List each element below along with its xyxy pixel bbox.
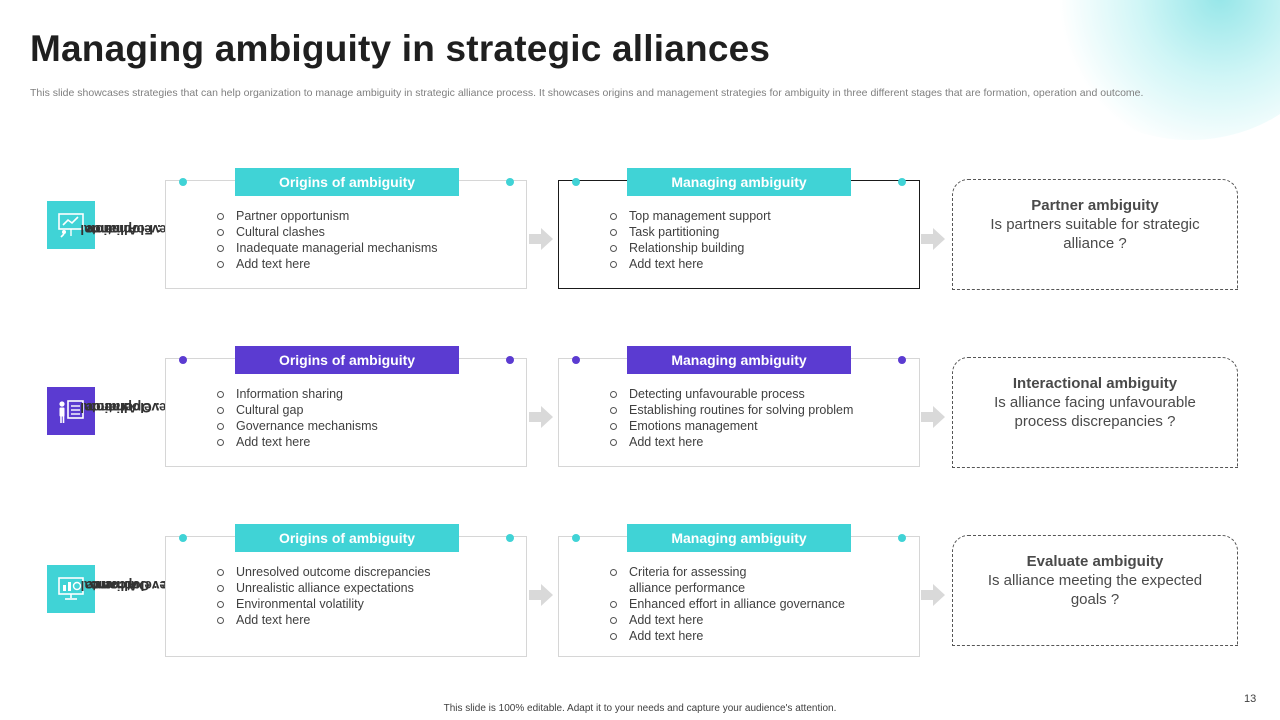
result-title: Interactional ambiguity (1012, 375, 1178, 392)
stage-row-outcome: Alliance developmental stage : Outcome O… (0, 524, 1280, 657)
page-subtitle: This slide showcases strategies that can… (30, 87, 1144, 99)
managing-list: Detecting unfavourable process Establish… (609, 386, 853, 450)
list-item: Add text here (216, 434, 378, 450)
result-title: Evaluate ambiguity (1026, 553, 1164, 570)
connector-dot (506, 178, 514, 186)
list-item: Detecting unfavourable process (609, 386, 853, 402)
presenter-checklist-icon (47, 387, 95, 435)
list-item: Add text here (216, 612, 431, 628)
list-item: Cultural clashes (216, 224, 438, 240)
stage-label: Alliance developmental stage : Outcome (80, 578, 197, 593)
origins-header: Origins of ambiguity (235, 346, 459, 374)
connector-dot (179, 356, 187, 364)
list-item: Information sharing (216, 386, 378, 402)
managing-header: Managing ambiguity (627, 524, 851, 552)
origins-header: Origins of ambiguity (235, 168, 459, 196)
result-card: Interactional ambiguity Is alliance faci… (952, 357, 1238, 468)
managing-header: Managing ambiguity (627, 346, 851, 374)
footer-note: This slide is 100% editable. Adapt it to… (443, 703, 837, 714)
arrow-right-icon (529, 584, 553, 606)
result-text: Is alliance meeting the expected goals ? (987, 572, 1203, 608)
result-card: Evaluate ambiguity Is alliance meeting t… (952, 535, 1238, 646)
result-text: Is partners suitable for strategic allia… (990, 216, 1200, 252)
connector-dot (898, 534, 906, 542)
list-item: Inadequate managerial mechanisms (216, 240, 438, 256)
result-title: Partner ambiguity (1031, 197, 1159, 214)
managing-box (558, 536, 920, 657)
managing-list: Criteria for assessing alliance performa… (609, 564, 845, 644)
arrow-right-icon (529, 228, 553, 250)
origins-list: Partner opportunism Cultural clashes Ina… (216, 208, 438, 272)
arrow-right-icon (921, 228, 945, 250)
list-item: Task partitioning (609, 224, 771, 240)
list-item: Relationship building (609, 240, 771, 256)
list-item: alliance performance (629, 581, 746, 595)
list-item: Top management support (609, 208, 771, 224)
corner-decoration (1040, 0, 1280, 140)
connector-dot (898, 356, 906, 364)
result-text: Is alliance facing unfavourable process … (994, 394, 1196, 430)
list-item: Environmental volatility (216, 596, 431, 612)
list-item: Add text here (609, 628, 845, 644)
arrow-right-icon (921, 406, 945, 428)
list-item: Emotions management (609, 418, 853, 434)
connector-dot (572, 534, 580, 542)
list-item: Add text here (609, 434, 853, 450)
monitor-dashboard-icon (47, 565, 95, 613)
connector-dot (506, 534, 514, 542)
list-item: Unrealistic alliance expectations (216, 580, 431, 596)
page-number: 13 (1244, 693, 1257, 705)
stage-row-formation: Alliance developmental stage : Formation… (0, 168, 1280, 293)
connector-dot (572, 356, 580, 364)
list-item: Cultural gap (216, 402, 378, 418)
list-item: Establishing routines for solving proble… (609, 402, 853, 418)
connector-dot (179, 178, 187, 186)
list-item: Criteria for assessing (609, 564, 845, 580)
connector-dot (898, 178, 906, 186)
managing-header: Managing ambiguity (627, 168, 851, 196)
list-item: Unresolved outcome discrepancies (216, 564, 431, 580)
result-card: Partner ambiguity Is partners suitable f… (952, 179, 1238, 290)
managing-list: Top management support Task partitioning… (609, 208, 771, 272)
stage-row-operation: Alliance developmental stage : Operation… (0, 346, 1280, 471)
list-item: Partner opportunism (216, 208, 438, 224)
list-item: Add text here (216, 256, 438, 272)
list-item: Add text here (609, 256, 771, 272)
origins-box (165, 180, 527, 289)
stage-label: Alliance developmental stage : Formation (80, 222, 201, 237)
origins-list: Unresolved outcome discrepancies Unreali… (216, 564, 431, 628)
arrow-right-icon (529, 406, 553, 428)
connector-dot (506, 356, 514, 364)
list-item: Add text here (609, 612, 845, 628)
list-item: Enhanced effort in alliance governance (609, 596, 845, 612)
presentation-board-icon (47, 201, 95, 249)
arrow-right-icon (921, 584, 945, 606)
connector-dot (572, 178, 580, 186)
stage-label: Alliance developmental stage : Operation (80, 400, 200, 415)
origins-header: Origins of ambiguity (235, 524, 459, 552)
list-item: Governance mechanisms (216, 418, 378, 434)
page-title: Managing ambiguity in strategic alliance… (30, 28, 771, 69)
origins-list: Information sharing Cultural gap Governa… (216, 386, 378, 450)
connector-dot (179, 534, 187, 542)
